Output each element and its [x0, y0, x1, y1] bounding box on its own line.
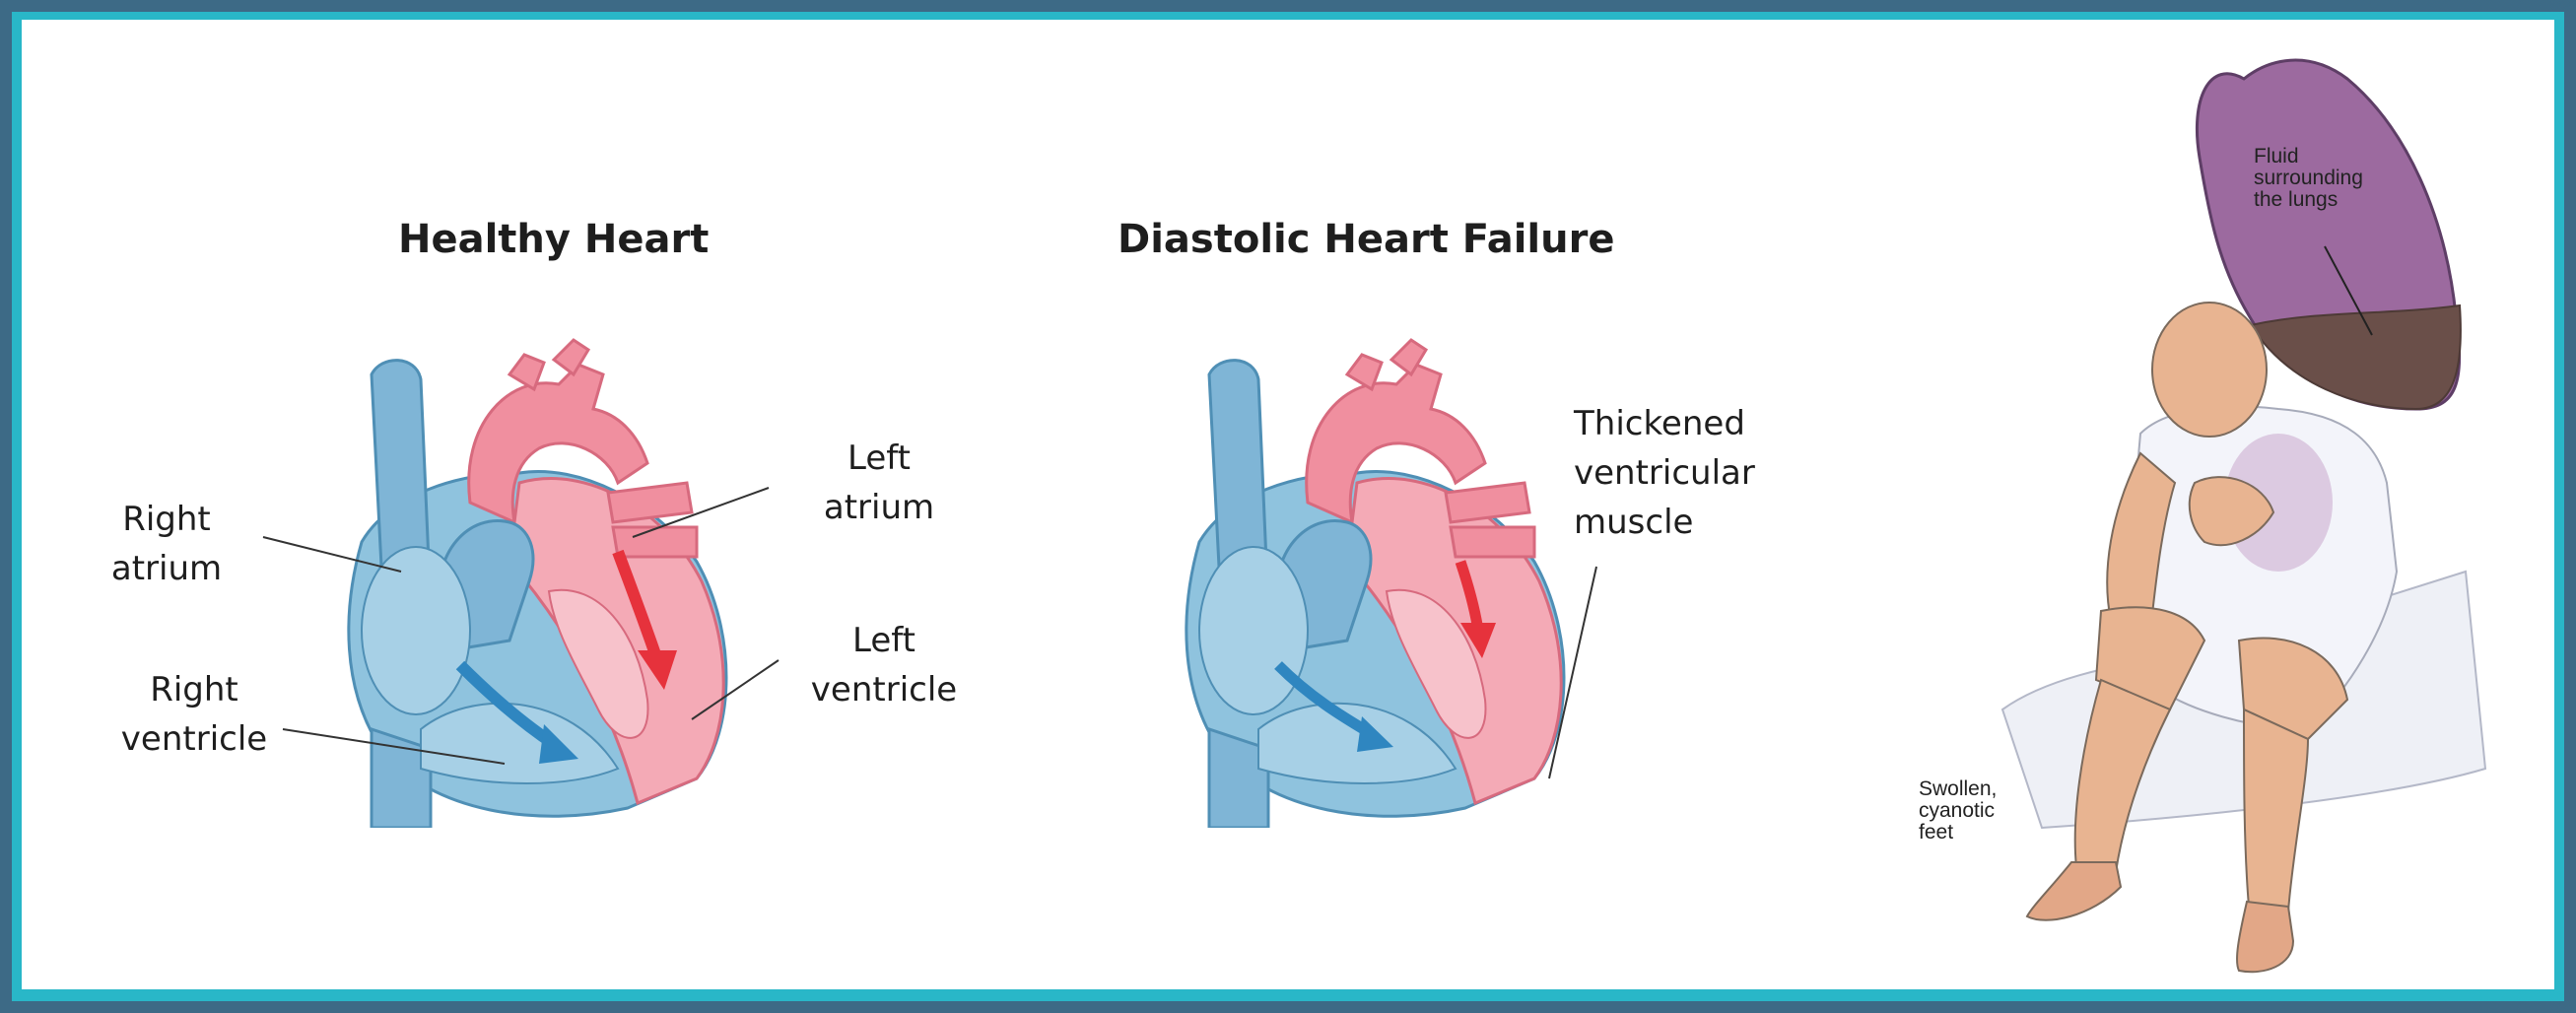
label-left-ventricle: Left ventricle [790, 616, 978, 714]
fluid-region [2251, 305, 2461, 409]
label-swollen-cyanotic-feet: Swollen, cyanotic feet [1919, 778, 1997, 844]
label-right-ventricle: Right ventricle [101, 665, 288, 764]
label-right-atrium: Right atrium [93, 495, 240, 593]
label-left-atrium: Left atrium [795, 434, 963, 532]
diagram-panel: Healthy Heart Diastolic Heart Failure Ri… [22, 20, 2554, 989]
image-frame: Healthy Heart Diastolic Heart Failure Ri… [12, 12, 2564, 1001]
diagram-illustrations [22, 20, 2554, 989]
label-fluid-surrounding-lungs: Fluid surrounding the lungs [2254, 146, 2363, 211]
label-thickened-ventricular-muscle: Thickened ventricular muscle [1574, 399, 1791, 547]
diastolic-heart-failure-title: Diastolic Heart Failure [1118, 217, 1614, 262]
diastolic-heart-illustration [1186, 340, 1564, 828]
healthy-heart-title: Healthy Heart [398, 217, 709, 262]
healthy-heart-illustration [349, 340, 726, 828]
